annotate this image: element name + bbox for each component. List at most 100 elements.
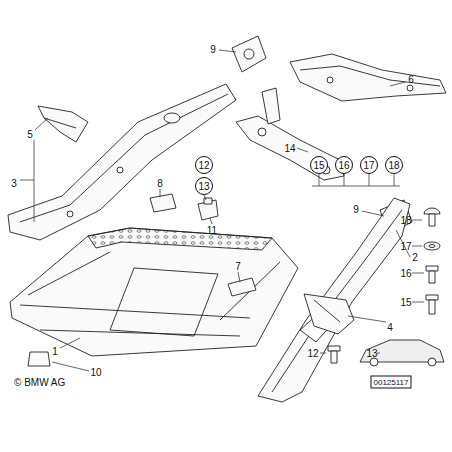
leader-lines-stroke (319, 174, 320, 186)
floor-pan-stroke (10, 228, 298, 356)
mount-plate-stroke (244, 49, 254, 59)
support-bracket-stroke (236, 116, 344, 180)
support-bracket-stroke (258, 128, 266, 136)
callout-number: 14 (284, 143, 295, 154)
left-rail (8, 84, 236, 240)
leader-lines-stroke (204, 195, 206, 200)
right-rail-stroke (272, 210, 402, 392)
callout-number: 18 (388, 160, 399, 171)
fasteners-stroke (331, 351, 337, 363)
bracket-part-stroke (44, 118, 76, 128)
callout-number: 8 (157, 178, 163, 189)
fasteners-stroke (429, 214, 435, 226)
floor-pan-stroke (40, 330, 240, 336)
rail-bracket-stroke (304, 294, 354, 334)
callout-number: 9 (353, 204, 359, 215)
callout-number: 6 (408, 74, 414, 85)
leader-lines (20, 50, 424, 371)
small-brackets-stroke (150, 194, 176, 212)
callout-number: 4 (387, 322, 393, 333)
leader-lines-stroke (348, 316, 386, 322)
bracket-part (38, 106, 88, 142)
crossmember-stroke (300, 66, 440, 86)
fasteners-stroke (424, 242, 440, 250)
leader-lines-stroke (238, 272, 240, 282)
callout-number: 17 (400, 241, 411, 252)
callout-circle: 13 (195, 177, 213, 195)
callout-number: 17 (363, 160, 374, 171)
leader-lines-stroke (210, 218, 212, 224)
callout-number: 3 (11, 178, 17, 189)
crossmember-stroke (327, 77, 333, 83)
small-brackets (150, 194, 256, 296)
leader-lines-stroke (297, 148, 308, 152)
mount-plate-stroke (232, 36, 266, 72)
support-bracket-stroke (262, 88, 280, 124)
fasteners-stroke (429, 300, 435, 314)
floor-pan (10, 228, 298, 356)
copyright-note: © BMW AG (14, 377, 65, 388)
left-rail-stroke (117, 167, 123, 173)
callout-number: 15 (313, 160, 324, 171)
callout-number: 11 (207, 225, 217, 236)
callout-number: 18 (400, 215, 411, 226)
leader-lines-stroke (412, 273, 424, 274)
fasteners-stroke (28, 352, 50, 366)
floor-pan-stroke (88, 228, 272, 250)
diagram-id: 00125117 (371, 376, 412, 389)
mount-plate (232, 36, 412, 234)
fasteners-stroke (426, 295, 438, 300)
callout-number: 15 (400, 297, 411, 308)
leader-lines-stroke (35, 118, 48, 130)
crossmember (290, 54, 446, 101)
fasteners-stroke (424, 208, 440, 214)
rail-bracket (304, 294, 354, 334)
leader-lines-stroke (34, 140, 35, 222)
leader-lines-stroke (412, 220, 422, 221)
leader-lines-stroke (320, 353, 326, 354)
callout-number: 12 (307, 348, 318, 359)
leader-lines-stroke (412, 246, 422, 247)
leader-lines-stroke (390, 82, 405, 86)
crossmember-stroke (290, 54, 446, 101)
car-silhouette-stroke (428, 358, 436, 366)
callout-circle: 12 (195, 156, 213, 174)
left-rail-stroke (164, 113, 180, 123)
callout-circle: 16 (335, 156, 353, 174)
floor-pan-stroke (20, 305, 250, 318)
leader-lines-stroke (312, 186, 400, 187)
small-brackets-stroke (228, 278, 256, 296)
leader-lines-stroke (219, 50, 236, 52)
crossmember-stroke (407, 85, 413, 91)
left-rail-stroke (67, 211, 73, 217)
right-rail-stroke (258, 198, 410, 402)
rail-bracket-stroke (314, 300, 340, 322)
car-silhouette-stroke (370, 358, 378, 366)
leader-lines-stroke (362, 211, 384, 216)
leader-lines-stroke (394, 174, 395, 186)
callout-number: 12 (198, 160, 209, 171)
fasteners-stroke (328, 346, 340, 351)
callout-number: 2 (412, 252, 418, 263)
callout-circle: 15 (310, 156, 328, 174)
leader-lines-stroke (60, 338, 80, 348)
leader-lines-stroke (369, 174, 370, 186)
leader-lines-stroke (344, 174, 345, 186)
callout-circle: 18 (385, 156, 403, 174)
floor-pan-stroke (28, 252, 110, 295)
fasteners-stroke (429, 245, 435, 248)
parts-illustration-stroke (8, 36, 446, 402)
fasteners-stroke (426, 266, 438, 271)
callout-number: 10 (90, 367, 101, 378)
fasteners-stroke (429, 271, 435, 283)
floor-pan-stroke (110, 268, 218, 336)
support-bracket (236, 88, 344, 180)
left-rail-stroke (20, 94, 228, 222)
leader-lines-stroke (160, 189, 161, 197)
right-rail (258, 198, 410, 402)
leader-lines-stroke (412, 302, 424, 303)
car-silhouette (360, 340, 444, 366)
callout-number: 16 (338, 160, 349, 171)
callout-number: 5 (27, 129, 33, 140)
